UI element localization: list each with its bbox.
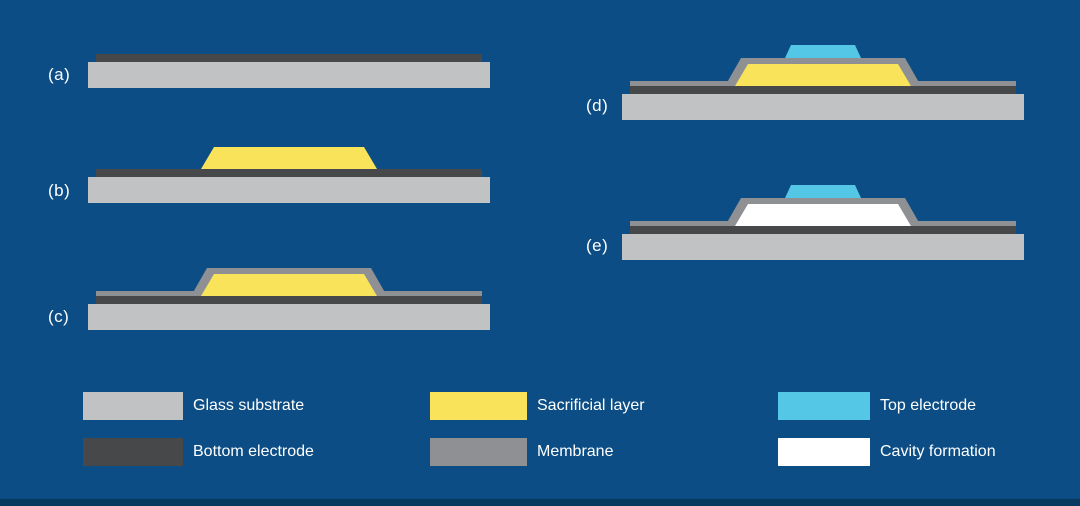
panel-label-a: (a) bbox=[48, 65, 71, 84]
glass-substrate-layer bbox=[88, 177, 490, 203]
top-electrode-layer bbox=[785, 185, 861, 198]
membrane-swatch bbox=[430, 438, 527, 466]
bottom-electrode-layer bbox=[96, 54, 482, 62]
bottom-electrode-swatch bbox=[83, 438, 183, 466]
panel-c-device bbox=[88, 268, 490, 330]
glass-substrate-layer bbox=[622, 234, 1024, 260]
legend-item-top-electrode: Top electrode bbox=[778, 392, 976, 420]
legend-label: Membrane bbox=[537, 443, 614, 460]
panel-label-b: (b) bbox=[48, 181, 71, 200]
panel-label-d: (d) bbox=[586, 96, 609, 115]
bottom-electrode-layer bbox=[630, 86, 1016, 94]
bottom-electrode-layer bbox=[630, 226, 1016, 234]
legend-item-cavity-formation: Cavity formation bbox=[778, 438, 996, 466]
bottom-electrode-layer bbox=[96, 296, 482, 304]
panel-e-device bbox=[622, 184, 1024, 260]
legend-label: Top electrode bbox=[880, 397, 977, 414]
legend-item-membrane: Membrane bbox=[430, 438, 613, 466]
legend-label: Cavity formation bbox=[880, 443, 996, 460]
footer-strip bbox=[0, 499, 1080, 506]
sacrificial-layer bbox=[201, 274, 377, 296]
glass-substrate-layer bbox=[88, 62, 490, 88]
top-electrode-swatch bbox=[778, 392, 870, 420]
sacrificial-layer bbox=[201, 147, 377, 169]
legend-item-sacrificial-layer: Sacrificial layer bbox=[430, 392, 645, 420]
panel-label-e: (e) bbox=[586, 236, 609, 255]
cavity-layer bbox=[735, 204, 911, 226]
legend-item-bottom-electrode: Bottom electrode bbox=[83, 438, 314, 466]
panel-b-device bbox=[88, 147, 490, 203]
sacrificial-layer bbox=[735, 64, 911, 86]
glass-substrate-layer bbox=[88, 304, 490, 330]
cavity-formation-swatch bbox=[778, 438, 870, 466]
legend-label: Sacrificial layer bbox=[537, 397, 645, 414]
sacrificial-layer-swatch bbox=[430, 392, 527, 420]
legend-label: Glass substrate bbox=[193, 397, 305, 414]
top-electrode-layer bbox=[785, 45, 861, 58]
panel-a-device bbox=[88, 53, 490, 88]
glass-substrate-swatch bbox=[83, 392, 183, 420]
legend-item-glass-substrate: Glass substrate bbox=[83, 392, 304, 420]
glass-substrate-layer bbox=[622, 94, 1024, 120]
panel-d-device bbox=[622, 44, 1024, 120]
legend-label: Bottom electrode bbox=[193, 443, 314, 460]
panel-label-c: (c) bbox=[48, 307, 70, 326]
bottom-electrode-layer bbox=[96, 169, 482, 177]
